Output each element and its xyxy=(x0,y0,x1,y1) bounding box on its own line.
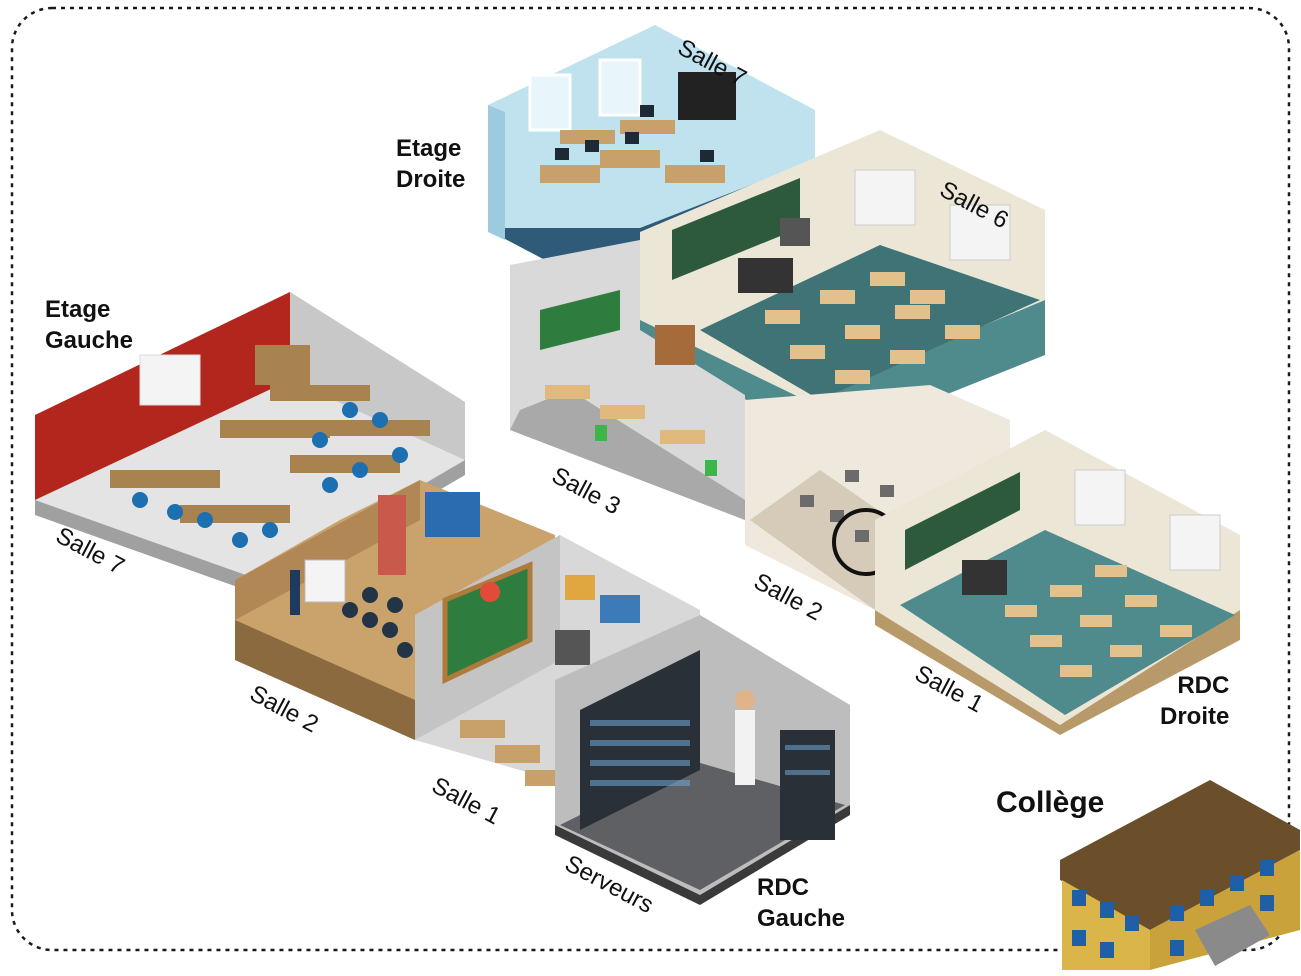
rdc-gauche-label: RDC Gauche xyxy=(757,872,845,934)
rdc-gauche-line1: RDC xyxy=(757,874,809,901)
etage-gauche-line2: Gauche xyxy=(45,327,134,354)
etage-gauche-line1: Etage xyxy=(45,296,111,323)
building-title: Collège xyxy=(996,786,1105,819)
rdc-droite-salle1-room xyxy=(875,430,1240,735)
rdc-droite-line1: RDC xyxy=(1177,672,1230,699)
etage-gauche-salle7-room xyxy=(35,292,465,595)
rdc-droite-salle3-room xyxy=(510,240,745,520)
college-building-icon xyxy=(1060,780,1300,970)
rdc-droite-label: RDC Droite xyxy=(1160,670,1229,732)
etage-droite-line2: Droite xyxy=(396,166,466,193)
school-boundary xyxy=(10,6,1291,952)
etage-droite-label: Etage Droite xyxy=(396,133,465,195)
rdc-gauche-line2: Gauche xyxy=(757,905,846,932)
etage-droite-salle6-room xyxy=(640,130,1045,445)
rdc-gauche-serveurs-room xyxy=(555,615,850,905)
etage-gauche-label: Etage Gauche xyxy=(45,294,133,356)
rdc-droite-line2: Droite xyxy=(1160,703,1230,730)
etage-droite-line1: Etage xyxy=(396,135,462,162)
rdc-gauche-salle2-room xyxy=(235,480,555,740)
